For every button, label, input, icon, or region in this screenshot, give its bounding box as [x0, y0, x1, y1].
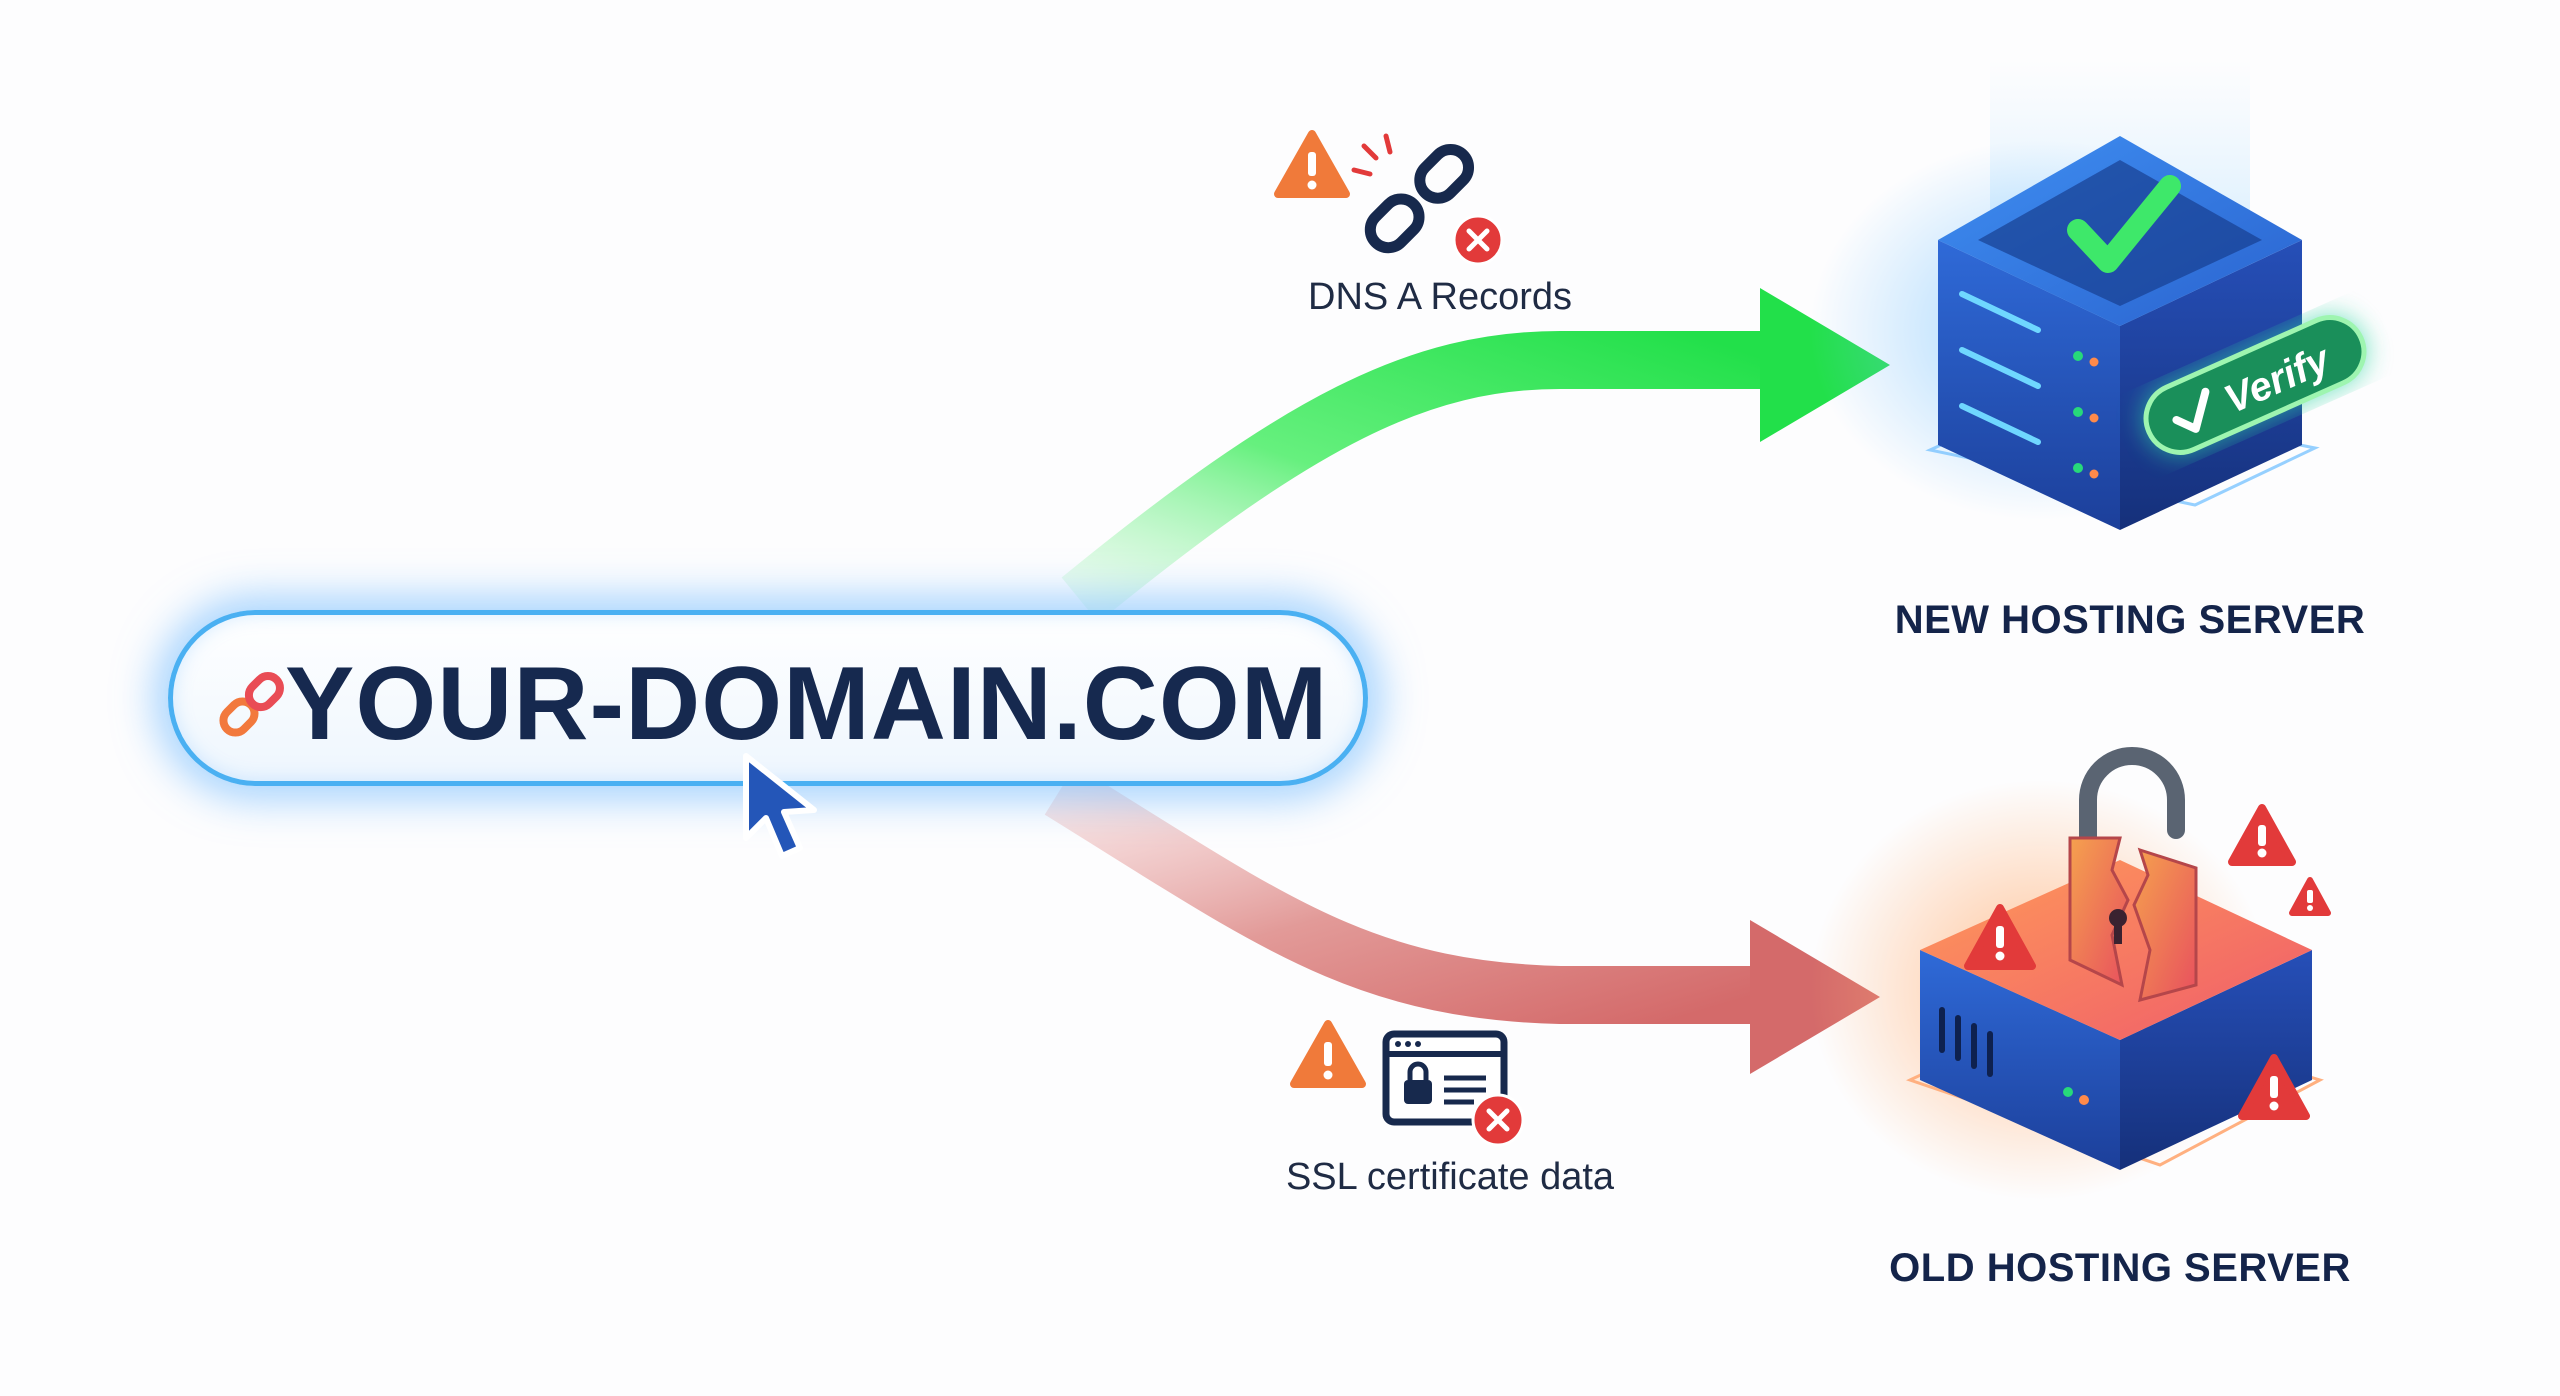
- verify-badge: [2142, 313, 2368, 457]
- domain-name: YOUR-DOMAIN.COM: [285, 646, 1329, 762]
- new-hosting-server: [1810, 60, 2368, 530]
- ssl-certificate-label: SSL certificate data: [1285, 1156, 1615, 1198]
- new-server-path: [1061, 288, 1890, 623]
- mouse-cursor-icon: [743, 753, 817, 859]
- dns-error-x-icon: [1452, 214, 1504, 266]
- old-server-warning-icon: [2228, 804, 2296, 866]
- old-server-label: OLD HOSTING SERVER: [1889, 1246, 2351, 1290]
- old-server-right-face: [2120, 950, 2312, 1170]
- ssl-warning-icon: [1290, 1020, 1366, 1088]
- ssl-error-x-icon: [1471, 1093, 1525, 1147]
- new-server-check-icon: [2067, 175, 2181, 273]
- domain-address-bar[interactable]: YOUR-DOMAIN.COM: [168, 610, 1368, 786]
- old-server-broken-padlock-icon: [2068, 747, 2198, 1003]
- old-server-left-face: [1920, 950, 2120, 1170]
- old-server-warning-icon: [2289, 877, 2331, 916]
- old-server-warning-icon: [1964, 904, 2036, 970]
- dns-records-label: DNS A Records: [1308, 276, 1572, 318]
- old-server-warning-icon: [2238, 1054, 2310, 1120]
- new-server-label: NEW HOSTING SERVER: [1894, 598, 2366, 642]
- ssl-certificate-lock-icon: [1382, 1030, 1508, 1126]
- dns-broken-link-icon: [1351, 133, 1475, 254]
- link-icon: [219, 672, 284, 737]
- old-hosting-server: [1810, 747, 2331, 1200]
- dns-warning-icon: [1274, 130, 1350, 198]
